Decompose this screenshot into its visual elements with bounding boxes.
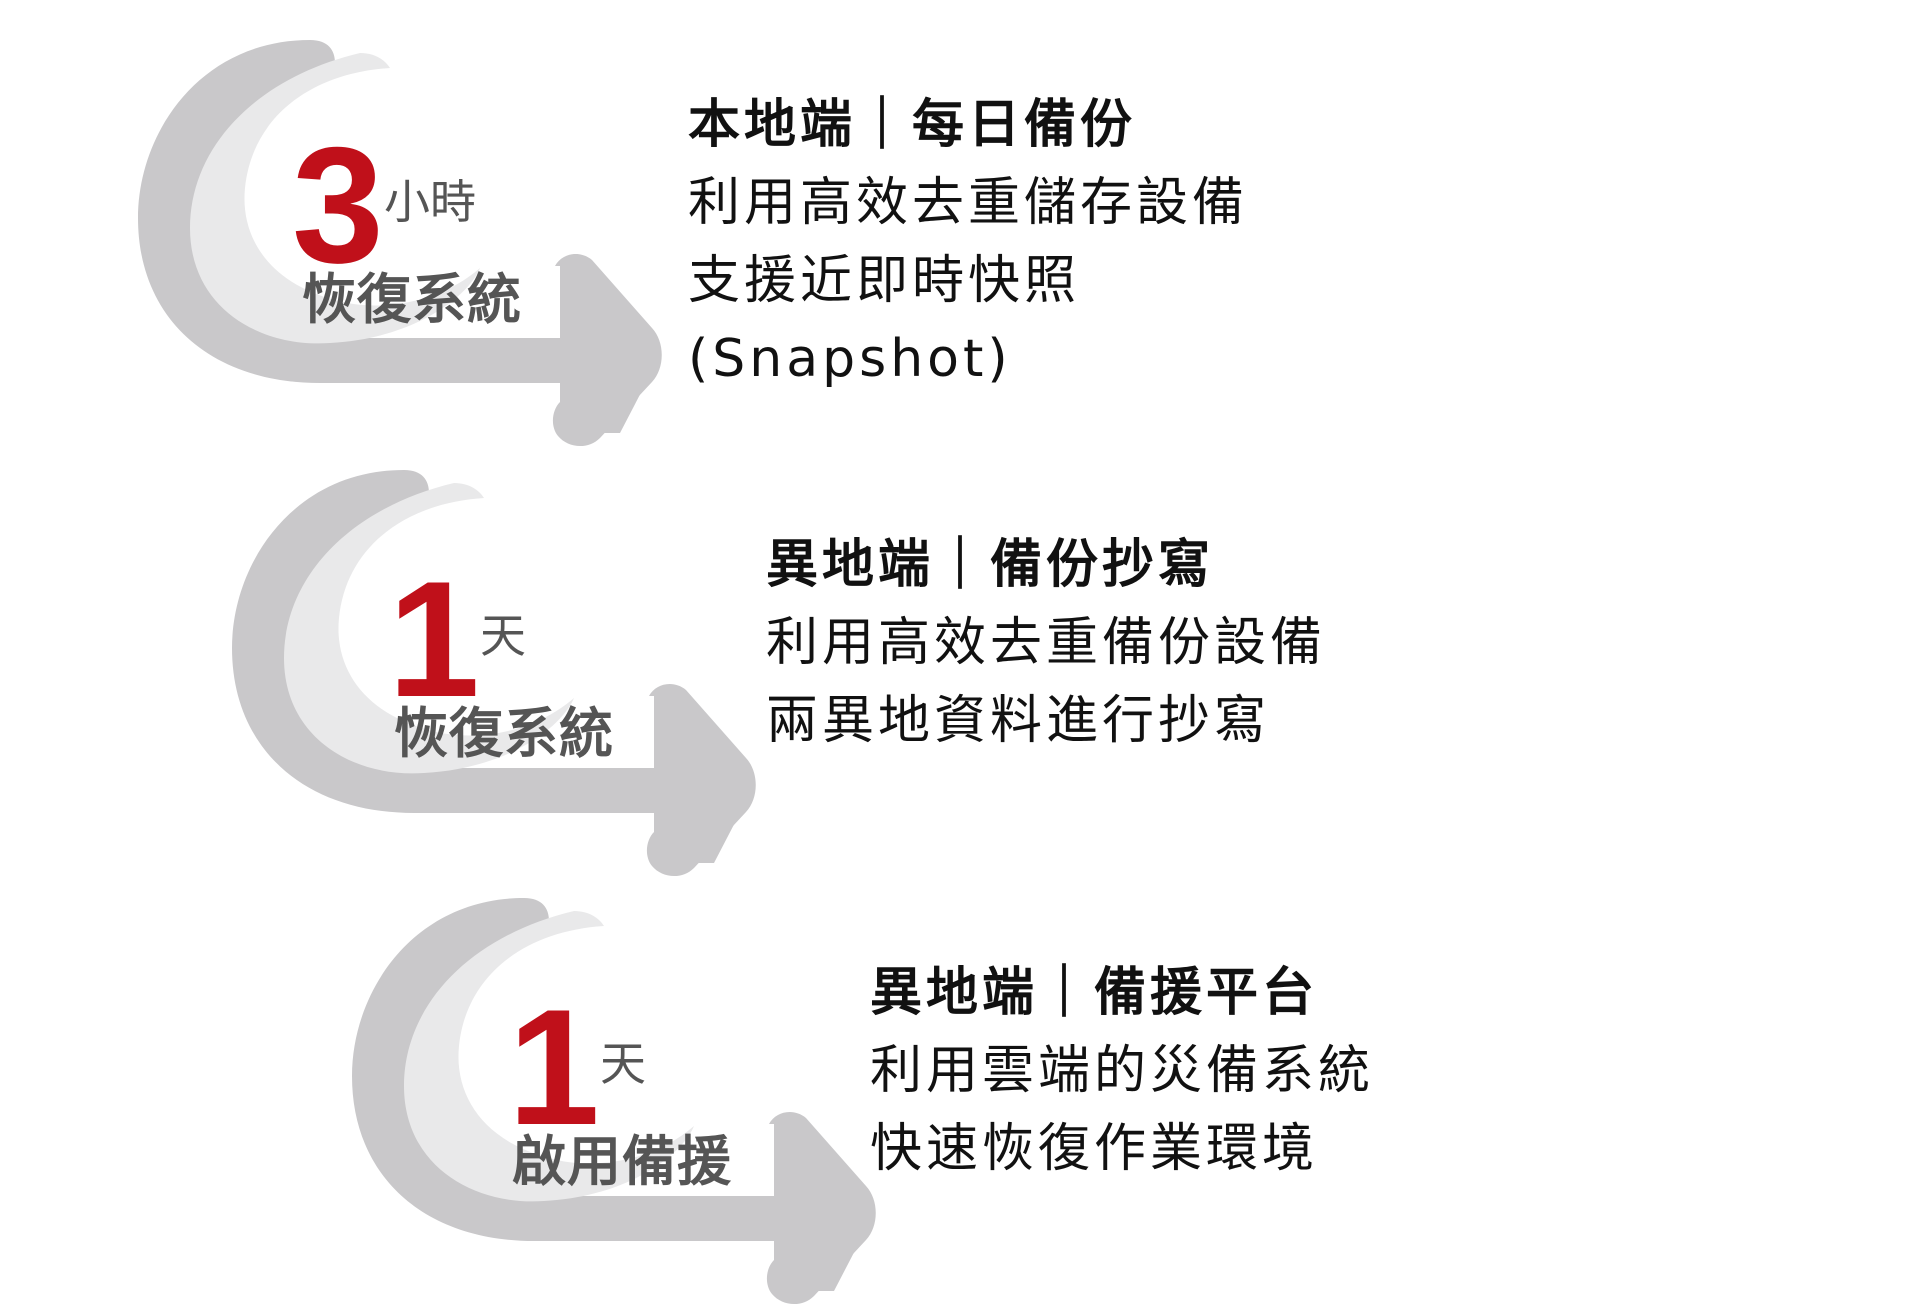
arrow-head — [766, 1112, 876, 1305]
step-caption: 啟用備援 — [512, 1130, 732, 1193]
duration-unit: 天 — [480, 609, 526, 663]
arrow-shape-light — [284, 483, 574, 774]
duration-unit: 天 — [600, 1037, 646, 1091]
arrow-shape-light — [404, 911, 694, 1202]
step-caption: 恢復系統 — [302, 268, 522, 331]
step-1: 3 小時 恢復系統 本地端｜每日備份 利用高效去重儲存設備 支援近即時快照 (S… — [0, 38, 1920, 447]
step-caption: 恢復系統 — [394, 702, 614, 765]
step-description: 本地端｜每日備份 利用高效去重儲存設備 支援近即時快照 (Snapshot) — [688, 86, 1248, 398]
step-2: 1 天 恢復系統 異地端｜備份抄寫 利用高效去重備份設備 兩異地資料進行抄寫 — [0, 468, 1920, 877]
curved-arrow-icon — [138, 40, 662, 447]
step-description: 異地端｜備份抄寫 利用高效去重備份設備 兩異地資料進行抄寫 — [766, 526, 1326, 760]
duration-unit: 小時 — [384, 175, 476, 229]
duration-badge: 3 小時 恢復系統 — [292, 113, 592, 332]
step-line-2: 兩異地資料進行抄寫 — [766, 691, 1271, 751]
step-title: 異地端｜備份抄寫 — [766, 535, 1215, 595]
curved-arrow-icon — [352, 898, 876, 1305]
curved-arrow-icon — [232, 470, 756, 877]
duration-number: 1 — [388, 547, 480, 731]
step-title: 本地端｜每日備份 — [688, 95, 1137, 155]
duration-badge: 1 天 啟用備援 — [508, 975, 808, 1194]
step-line-1: 利用雲端的災備系統 — [870, 1041, 1375, 1101]
duration-number: 1 — [508, 975, 600, 1159]
step-line-3: (Snapshot) — [688, 329, 1012, 389]
step-line-1: 利用高效去重儲存設備 — [688, 173, 1249, 233]
step-line-2: 快速恢復作業環境 — [870, 1119, 1319, 1179]
arrow-head — [552, 254, 662, 447]
duration-badge: 1 天 恢復系統 — [388, 547, 688, 766]
step-description: 異地端｜備援平台 利用雲端的災備系統 快速恢復作業環境 — [870, 954, 1374, 1188]
arrow-head — [646, 684, 756, 877]
duration-number: 3 — [292, 113, 384, 297]
step-line-2: 支援近即時快照 — [688, 251, 1081, 311]
step-line-1: 利用高效去重備份設備 — [766, 613, 1327, 673]
arrow-shape-light — [190, 53, 480, 344]
step-3: 1 天 啟用備援 異地端｜備援平台 利用雲端的災備系統 快速恢復作業環境 — [0, 896, 1920, 1305]
step-title: 異地端｜備援平台 — [870, 963, 1319, 1023]
